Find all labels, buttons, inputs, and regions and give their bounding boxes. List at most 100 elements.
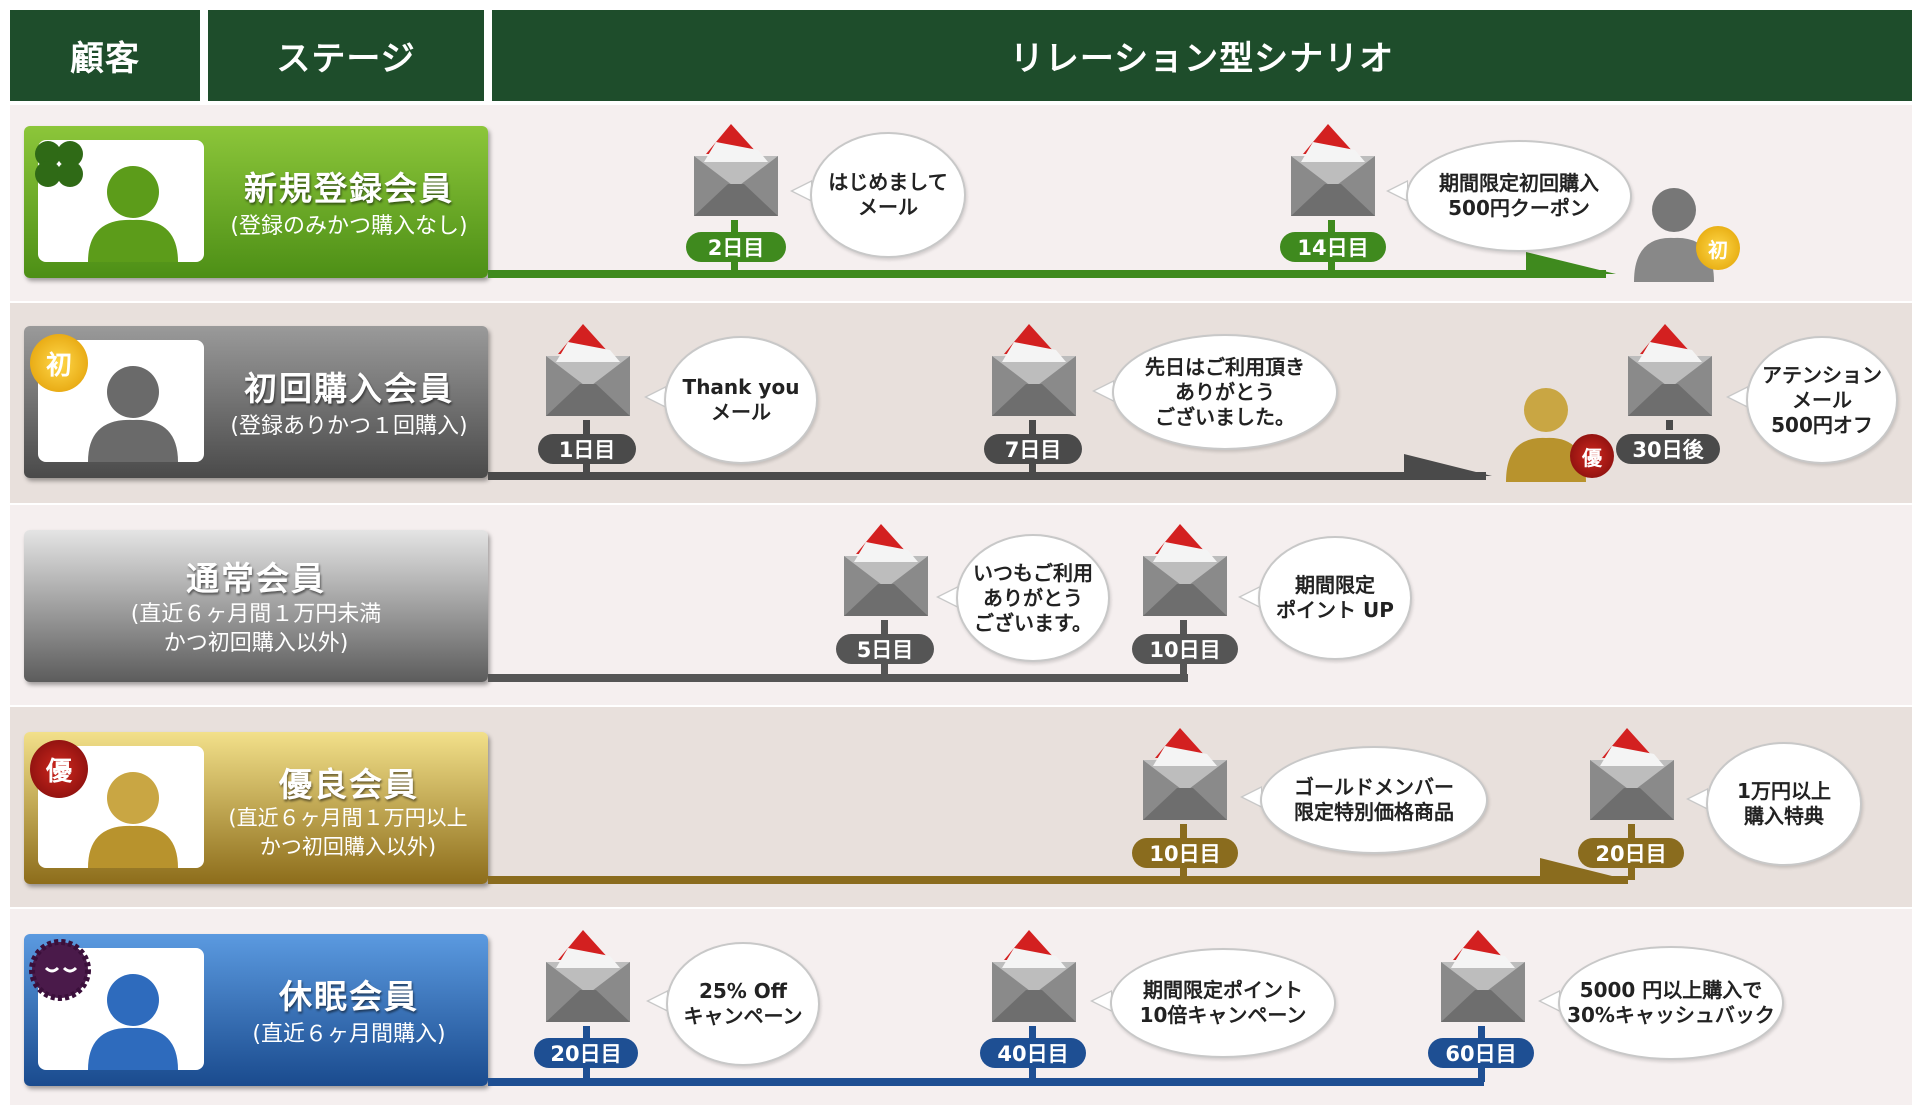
day-tag: 40日目: [980, 1038, 1086, 1068]
stage-subtitle: (直近６ヶ月間１万円以上 かつ初回購入以外): [228, 806, 468, 859]
message-bubble: いつもご利用 ありがとう ございます。: [956, 534, 1110, 662]
clover-icon: [35, 141, 83, 187]
bubble-tail: [644, 386, 666, 408]
bubble-tail: [1538, 990, 1560, 1012]
envelope-icon: [992, 324, 1076, 416]
timeline-arrowhead: [1526, 252, 1616, 274]
stage-title: 初回購入会員: [244, 369, 454, 408]
message-text: 期間限定 ポイント UP: [1276, 573, 1394, 622]
message-text: 期間限定初回購入 500円クーポン: [1439, 171, 1599, 220]
day-tag: 20日目: [1578, 838, 1684, 868]
day-tag: 20日目: [534, 1038, 638, 1068]
envelope-icon: [546, 324, 630, 416]
stage-title: 休眠会員: [279, 977, 419, 1016]
stage-subtitle: (登録ありかつ１回購入): [230, 414, 468, 439]
header-stage: ステージ: [208, 10, 484, 101]
envelope-icon: [992, 930, 1076, 1022]
stage-subtitle: (登録のみかつ購入なし): [230, 214, 468, 239]
envelope-icon: [1441, 930, 1525, 1022]
bubble-tail: [1090, 990, 1112, 1012]
stage-panel-excellent: 優 優良会員 (直近６ヶ月間１万円以上 かつ初回購入以外): [24, 732, 488, 884]
message-text: 25% Off キャンペーン: [683, 979, 803, 1028]
avatar: [38, 746, 204, 868]
stage-panel-dormant: 休眠会員 (直近６ヶ月間購入): [24, 934, 488, 1086]
day-tag: 10日目: [1132, 838, 1238, 868]
day-tag: 10日目: [1132, 634, 1238, 664]
message-bubble: 先日はご利用頂き ありがとう ございました。: [1112, 334, 1338, 450]
stage-panel-regular: 通常会員 (直近６ヶ月間１万円未満 かつ初回購入以外): [24, 530, 488, 682]
message-bubble: 1万円以上 購入特典: [1706, 742, 1862, 866]
excellent-badge: 優: [1570, 434, 1614, 478]
header-scenario-label: リレーション型シナリオ: [1009, 39, 1395, 79]
timeline-regular: [488, 674, 1188, 682]
day-tag: 7日目: [984, 434, 1082, 464]
envelope-icon: [1628, 324, 1712, 416]
message-text: いつもご利用 ありがとう ございます。: [973, 560, 1093, 635]
message-text: 1万円以上 購入特典: [1737, 779, 1831, 828]
message-bubble: 5000 円以上購入で 30%キャッシュバック: [1558, 946, 1784, 1060]
first-purchase-badge: 初: [30, 334, 88, 392]
person-icon: [88, 772, 178, 868]
message-bubble: ゴールドメンバー 限定特別価格商品: [1260, 746, 1488, 854]
message-text: Thank you メール: [682, 375, 800, 424]
timeline-new: [488, 270, 1606, 278]
bubble-tail: [1686, 788, 1708, 810]
day-tag: 30日後: [1616, 434, 1720, 464]
bubble-tail: [1386, 180, 1408, 202]
envelope-icon: [1291, 124, 1375, 216]
avatar: [38, 948, 204, 1070]
timeline-dormant: [488, 1078, 1484, 1086]
transition-person-icon: [1634, 188, 1714, 282]
message-bubble: アテンション メール 500円オフ: [1746, 336, 1898, 464]
envelope-icon: [1590, 728, 1674, 820]
message-text: 期間限定ポイント 10倍キャンペーン: [1139, 978, 1307, 1027]
bubble-tail: [646, 990, 668, 1012]
message-text: 先日はご利用頂き ありがとう ございました。: [1145, 354, 1305, 429]
timeline-arrowhead: [1404, 454, 1492, 476]
bubble-tail: [790, 180, 812, 202]
stage-title: 優良会員: [279, 765, 419, 804]
person-icon: [88, 366, 178, 462]
message-text: ゴールドメンバー 限定特別価格商品: [1294, 775, 1454, 824]
first-purchase-badge: 初: [1696, 226, 1740, 270]
stage-panel-new: 新規登録会員 (登録のみかつ購入なし): [24, 126, 488, 278]
timeline-excellent: [488, 876, 1628, 884]
bubble-tail: [936, 586, 958, 608]
person-icon: [88, 974, 178, 1070]
envelope-icon: [844, 524, 928, 616]
message-bubble: はじめまして メール: [810, 132, 966, 258]
bubble-tail: [1726, 386, 1748, 408]
stage-panel-first: 初 初回購入会員 (登録ありかつ１回購入): [24, 326, 488, 478]
message-bubble: 25% Off キャンペーン: [666, 942, 820, 1066]
message-bubble: Thank you メール: [664, 336, 818, 464]
envelope-icon: [1143, 524, 1227, 616]
envelope-icon: [1143, 728, 1227, 820]
day-tag: 14日目: [1280, 232, 1386, 262]
header-customer-label: 顧客: [70, 39, 140, 79]
envelope-icon: [546, 930, 630, 1022]
event-stem: [1666, 420, 1673, 430]
header-customer: 顧客: [10, 10, 200, 101]
message-bubble: 期間限定初回購入 500円クーポン: [1406, 140, 1632, 252]
day-tag: 5日目: [836, 634, 934, 664]
stage-subtitle: (直近６ヶ月間購入): [252, 1022, 446, 1047]
message-text: アテンション メール 500円オフ: [1762, 362, 1882, 437]
bubble-tail: [1240, 786, 1262, 808]
stage-title: 通常会員: [186, 559, 326, 598]
day-tag: 2日目: [686, 232, 786, 262]
bubble-tail: [1238, 586, 1260, 608]
day-tag: 60日目: [1428, 1038, 1534, 1068]
message-bubble: 期間限定 ポイント UP: [1258, 536, 1412, 660]
person-icon: [88, 166, 178, 262]
header-scenario: リレーション型シナリオ: [492, 10, 1912, 101]
message-bubble: 期間限定ポイント 10倍キャンペーン: [1110, 948, 1336, 1058]
transition-person-icon: [1506, 388, 1586, 482]
message-text: はじめまして メール: [828, 170, 948, 219]
stage-subtitle: (直近６ヶ月間１万円未満 かつ初回購入以外): [130, 602, 382, 656]
avatar: [38, 140, 204, 262]
excellent-badge: 優: [30, 740, 88, 798]
header-stage-label: ステージ: [276, 39, 416, 79]
sleeping-face-icon: [29, 939, 91, 1001]
bubble-tail: [1092, 380, 1114, 402]
